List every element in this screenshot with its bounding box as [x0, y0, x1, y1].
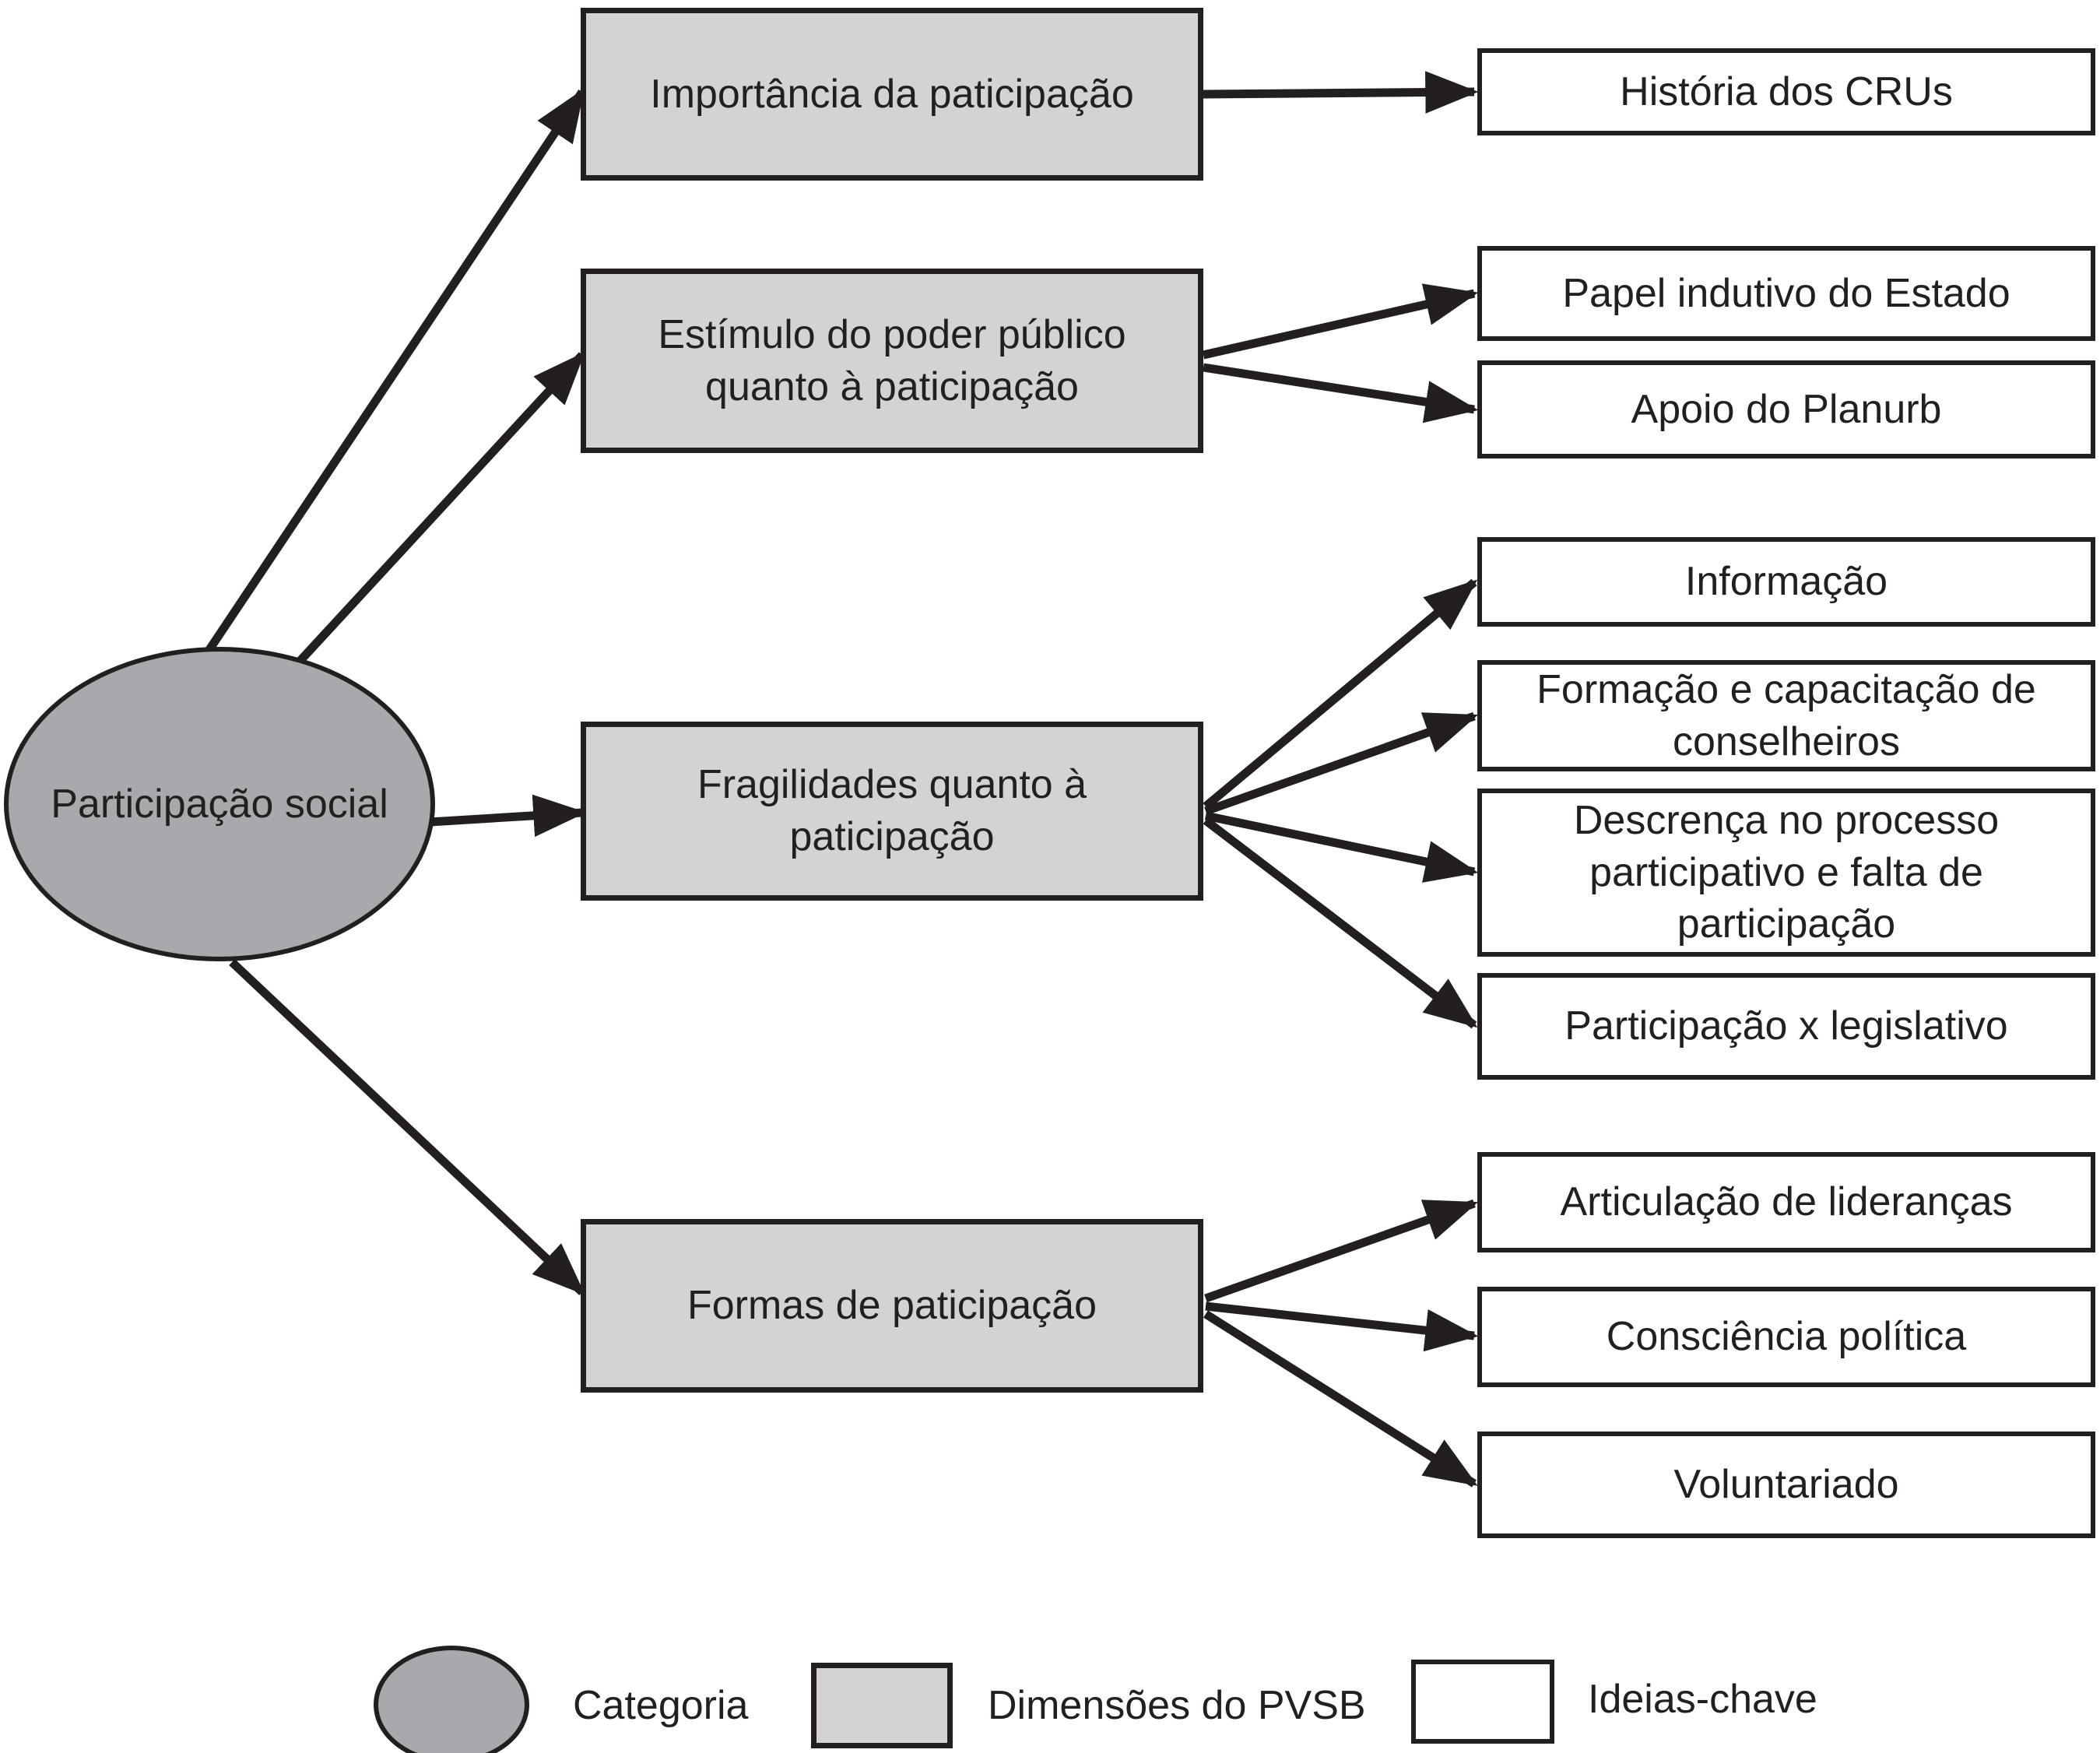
idea-box-articulacao: Articulação de lideranças [1477, 1152, 2095, 1252]
dimension-box-formas: Formas de paticipação [581, 1219, 1203, 1393]
dimension-box-estimulo: Estímulo do poder público quanto à patic… [581, 269, 1203, 453]
idea-box-descrenca: Descrença no processo participativo e fa… [1477, 789, 2095, 957]
arrow-category-to-dimension-2 [292, 351, 586, 669]
arrow-dim2-to-papel [1202, 283, 1479, 360]
dimension-box-fragilidades: Fragilidades quanto à paticipação [581, 722, 1203, 901]
legend-dimension-box [811, 1663, 953, 1748]
arrow-dim3-to-legislativo [1203, 817, 1478, 1029]
idea-box-legislativo: Participação x legislativo [1477, 973, 2095, 1080]
legend-category-ellipse [374, 1646, 529, 1753]
dimension-label: Importância da paticipação [650, 71, 1134, 117]
idea-label: Papel indutivo do Estado [1562, 270, 2010, 316]
idea-label: Apoio do Planurb [1631, 386, 1942, 432]
idea-label: Voluntariado [1673, 1462, 1899, 1508]
category-ellipse: Participação social [4, 647, 435, 961]
legend-idea-box [1411, 1660, 1554, 1744]
dimension-box-importancia: Importância da paticipação [581, 8, 1203, 181]
idea-box-formacao: Formação e capacitação de conselheiros [1477, 660, 2095, 771]
arrow-category-to-dimension-4 [229, 958, 585, 1296]
arrow-category-to-dimension-3 [429, 794, 587, 838]
idea-box-voluntariado: Voluntariado [1477, 1432, 2095, 1538]
arrow-dim2-to-apoio [1203, 363, 1479, 423]
arrow-dim3-to-formacao [1204, 711, 1479, 816]
arrow-dim1-to-historia [1203, 71, 1479, 114]
idea-label: Formação e capacitação de conselheiros [1536, 666, 2036, 764]
arrow-dim4-to-consciencia [1205, 1302, 1479, 1352]
idea-box-apoio: Apoio do Planurb [1477, 360, 2095, 458]
idea-label: Descrença no processo participativo e fa… [1573, 798, 2000, 947]
dimension-label: Fragilidades quanto à paticipação [697, 762, 1087, 859]
idea-label: Consciência política [1606, 1314, 1967, 1360]
arrow-category-to-dimension-1 [200, 88, 586, 661]
idea-box-consciencia: Consciência política [1477, 1287, 2095, 1387]
idea-box-informacao: Informação [1477, 537, 2095, 627]
arrow-dim3-to-informacao [1203, 578, 1478, 810]
idea-label: Articulação de lideranças [1560, 1179, 2013, 1225]
dimension-label: Formas de paticipação [687, 1283, 1097, 1329]
legend-idea-label: Ideias-chave [1588, 1677, 1817, 1722]
category-label: Participação social [51, 781, 388, 827]
idea-label: Informação [1684, 559, 1888, 605]
arrow-dim4-to-articulacao [1204, 1199, 1479, 1303]
legend-dimension-label: Dimensões do PVSB [988, 1683, 1366, 1728]
idea-label: História dos CRUs [1620, 69, 1953, 114]
idea-label: Participação x legislativo [1564, 1003, 2008, 1049]
arrow-dim4-to-voluntariado [1203, 1310, 1478, 1488]
legend-category-label: Categoria [573, 1683, 749, 1728]
arrow-dim3-to-descrenca [1204, 811, 1479, 883]
idea-box-historia: História dos CRUs [1477, 48, 2095, 135]
idea-box-papel: Papel indutivo do Estado [1477, 246, 2095, 341]
dimension-label: Estímulo do poder público quanto à patic… [658, 311, 1126, 409]
